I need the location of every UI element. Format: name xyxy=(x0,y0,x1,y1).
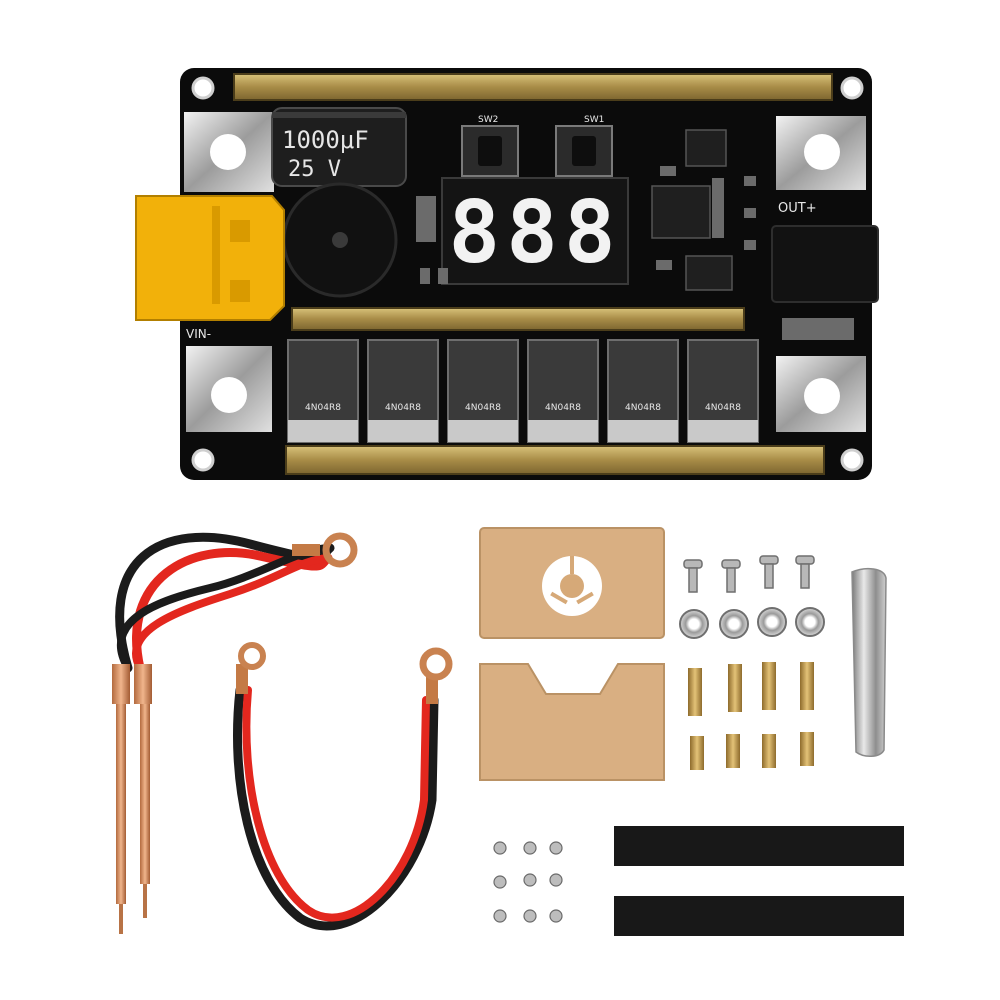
brass-standoffs xyxy=(688,662,814,770)
nickel-strip-roll xyxy=(851,567,887,757)
mosfet: 4N04R8 xyxy=(287,339,359,443)
capacitor-value-label: 1000μF xyxy=(282,126,369,154)
buzzer xyxy=(282,182,398,298)
acrylic-top-plate xyxy=(479,527,665,639)
vin-label: VIN- xyxy=(186,327,211,341)
dc-barrel-jack xyxy=(771,225,879,303)
push-button-sw2: SW2 xyxy=(461,115,519,177)
heat-shrink-tube xyxy=(614,826,904,866)
small-screws xyxy=(493,841,563,923)
ring-terminal xyxy=(236,642,266,694)
mosfet-marking: 4N04R8 xyxy=(625,403,661,413)
ring-terminal xyxy=(292,532,358,568)
push-button-sw1: SW1 xyxy=(555,115,613,177)
electrolytic-capacitor: 1000μF 25 V xyxy=(271,107,407,187)
microcontroller-chip xyxy=(651,185,711,239)
copper-welding-pens xyxy=(112,664,152,934)
mosfet-marking: 4N04R8 xyxy=(385,403,421,413)
terminal-pad-right-bottom xyxy=(776,356,866,432)
bottom-bus-bar xyxy=(285,445,825,475)
mosfet: 4N04R8 xyxy=(527,339,599,443)
sw1-label: SW1 xyxy=(584,115,604,125)
terminal-pad-left-top xyxy=(184,112,274,192)
hex-nuts xyxy=(679,607,825,639)
spot-welder-board: 1000μF 25 V SW2 SW1 888 xyxy=(135,68,879,480)
regulator-chip xyxy=(685,129,727,167)
machine-screws xyxy=(683,555,815,593)
middle-bus-bar xyxy=(291,307,745,331)
terminal-pad-right-top xyxy=(776,116,866,190)
power-cable xyxy=(233,642,453,931)
terminal-pad-left-bottom xyxy=(186,346,272,432)
mosfet: 4N04R8 xyxy=(607,339,679,443)
heat-shrink-tube xyxy=(614,896,904,936)
driver-chip xyxy=(685,255,733,291)
ring-terminal xyxy=(419,647,453,704)
sw2-label: SW2 xyxy=(478,115,498,125)
mosfet-marking: 4N04R8 xyxy=(545,403,581,413)
mosfet: 4N04R8 xyxy=(367,339,439,443)
smd-components xyxy=(416,166,854,340)
welding-pen-cables xyxy=(112,532,358,934)
mounting-holes xyxy=(191,76,864,472)
capacitor-voltage-label: 25 V xyxy=(288,157,341,182)
acrylic-bottom-plate xyxy=(479,663,665,781)
out-label: OUT+ xyxy=(778,201,817,216)
mosfet: 4N04R8 xyxy=(687,339,759,443)
mosfet: 4N04R8 xyxy=(447,339,519,443)
seven-segment-display: 888 xyxy=(441,177,629,285)
xt60-connector xyxy=(135,195,285,321)
display-digits: 888 xyxy=(448,183,621,283)
mosfet-marking: 4N04R8 xyxy=(305,403,341,413)
mosfet-marking: 4N04R8 xyxy=(465,403,501,413)
mosfet-row: 4N04R8 4N04R8 4N04R8 4N04R8 4N04R8 xyxy=(287,339,759,443)
mosfet-marking: 4N04R8 xyxy=(705,403,741,413)
top-bus-bar xyxy=(233,73,833,101)
